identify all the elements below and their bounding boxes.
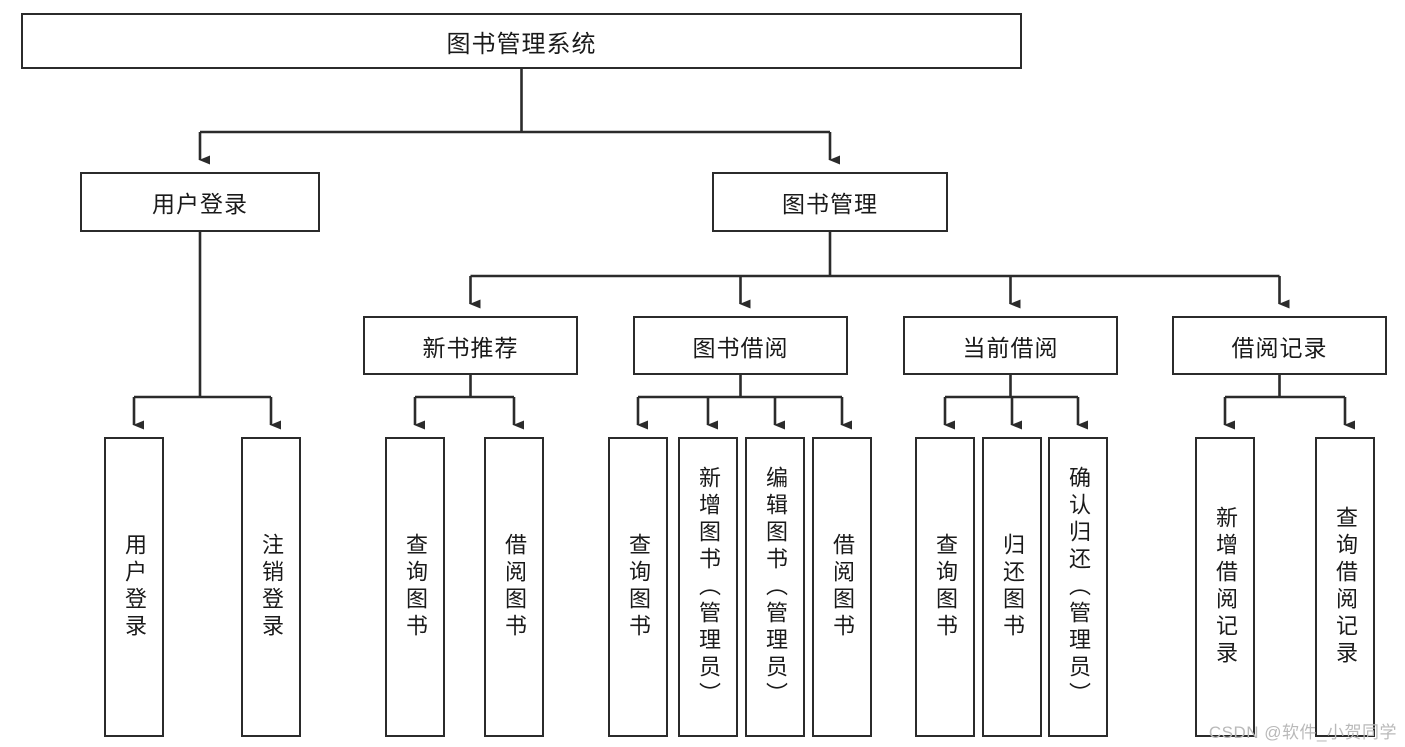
node-leaf-query-book-1[interactable]: 查询图书 — [385, 437, 445, 737]
node-leaf-logout[interactable]: 注销登录 — [241, 437, 301, 737]
node-leaf-confirm-return-label: 确认归还（管理员） — [1066, 465, 1091, 709]
node-book-manage[interactable]: 图书管理 — [712, 172, 948, 232]
node-user-login-label: 用户登录 — [152, 191, 248, 217]
watermark: CSDN @软件_小贺同学 — [1208, 723, 1397, 742]
node-leaf-query-record-label: 查询借阅记录 — [1333, 506, 1358, 668]
node-leaf-query-book-3-label: 查询图书 — [933, 533, 958, 641]
node-leaf-add-record[interactable]: 新增借阅记录 — [1195, 437, 1255, 737]
node-root[interactable]: 图书管理系统 — [21, 13, 1022, 69]
node-leaf-borrow-book-2-label: 借阅图书 — [830, 533, 855, 641]
node-leaf-edit-book[interactable]: 编辑图书（管理员） — [745, 437, 805, 737]
node-root-label: 图书管理系统 — [446, 30, 597, 58]
node-new-book-recommend[interactable]: 新书推荐 — [363, 316, 578, 375]
node-leaf-return-book-label: 归还图书 — [1000, 533, 1025, 641]
node-leaf-edit-book-label: 编辑图书（管理员） — [763, 465, 788, 709]
node-leaf-borrow-book-2[interactable]: 借阅图书 — [812, 437, 872, 737]
node-leaf-query-book-3[interactable]: 查询图书 — [915, 437, 975, 737]
node-leaf-query-book-2-label: 查询图书 — [626, 533, 651, 641]
node-leaf-add-book-label: 新增图书（管理员） — [696, 465, 721, 709]
node-borrow-record[interactable]: 借阅记录 — [1172, 316, 1387, 375]
node-new-book-recommend-label: 新书推荐 — [422, 334, 519, 361]
node-leaf-user-login-label: 用户登录 — [122, 533, 147, 641]
node-user-login[interactable]: 用户登录 — [80, 172, 320, 232]
node-leaf-borrow-book-1[interactable]: 借阅图书 — [484, 437, 544, 737]
node-leaf-add-record-label: 新增借阅记录 — [1213, 506, 1238, 668]
node-leaf-return-book[interactable]: 归还图书 — [982, 437, 1042, 737]
node-leaf-user-login[interactable]: 用户登录 — [104, 437, 164, 737]
node-leaf-add-book[interactable]: 新增图书（管理员） — [678, 437, 738, 737]
node-book-borrow-label: 图书借阅 — [692, 334, 789, 361]
node-leaf-confirm-return[interactable]: 确认归还（管理员） — [1048, 437, 1108, 737]
node-current-borrow-label: 当前借阅 — [962, 334, 1059, 361]
node-book-borrow[interactable]: 图书借阅 — [633, 316, 848, 375]
node-leaf-query-book-1-label: 查询图书 — [403, 533, 428, 641]
node-leaf-logout-label: 注销登录 — [259, 533, 284, 641]
node-current-borrow[interactable]: 当前借阅 — [903, 316, 1118, 375]
node-leaf-borrow-book-1-label: 借阅图书 — [502, 533, 527, 641]
node-leaf-query-record[interactable]: 查询借阅记录 — [1315, 437, 1375, 737]
node-borrow-record-label: 借阅记录 — [1231, 334, 1328, 361]
node-leaf-query-book-2[interactable]: 查询图书 — [608, 437, 668, 737]
node-book-manage-label: 图书管理 — [782, 191, 878, 217]
